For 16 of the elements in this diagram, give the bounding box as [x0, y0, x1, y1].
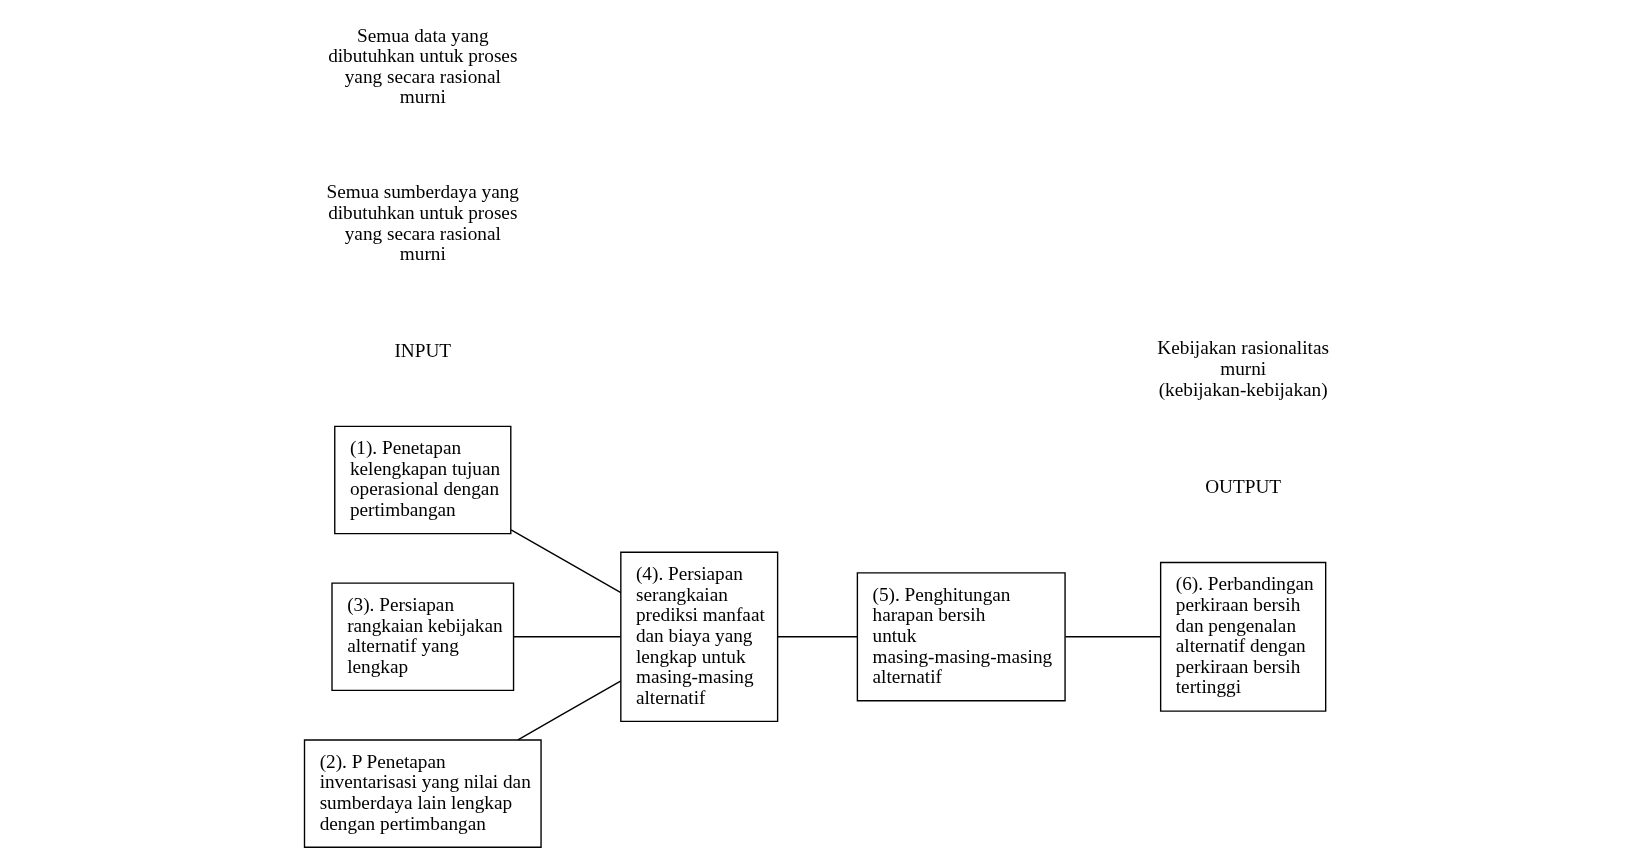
connector [510, 529, 622, 594]
node-box: (2). P Penetapan inventarisasi yang nilai dan sumberdaya lain lengkap dengan pertimbangan [303, 739, 542, 848]
label: Kebijakan rasionalitas murni (kebijakan-kebijakan) [1157, 337, 1329, 400]
connector [517, 680, 622, 741]
label: Semua sumberdaya yang dibutuhkan untuk proses yang secara rasional murni [326, 181, 520, 265]
label: INPUT [394, 340, 452, 362]
connector [777, 636, 858, 638]
connector [513, 636, 622, 638]
label: Semua data yang dibutuhkan untuk proses yang secara rasional murni [328, 24, 518, 108]
connector [1064, 636, 1162, 638]
node-box: (4). Persiapan serangkaian prediksi manfaat dan biaya yang lengkap untuk masing-masing alternatif [620, 551, 779, 723]
label: OUTPUT [1205, 476, 1282, 498]
node-box: (5). Penghitungan harapan bersih untuk masing-masing-masing alternatif [856, 572, 1066, 702]
node-box: (6). Perbandingan perkiraan bersih dan pengenalan alternatif dengan perkiraan bersih tertinggi [1159, 561, 1327, 712]
node-box: (3). Persiapan rangkaian kebijakan alternatif yang lengkap [331, 582, 515, 692]
node-box: (1). Penetapan kelengkapan tujuan operasional dengan pertimbangan [334, 425, 512, 535]
